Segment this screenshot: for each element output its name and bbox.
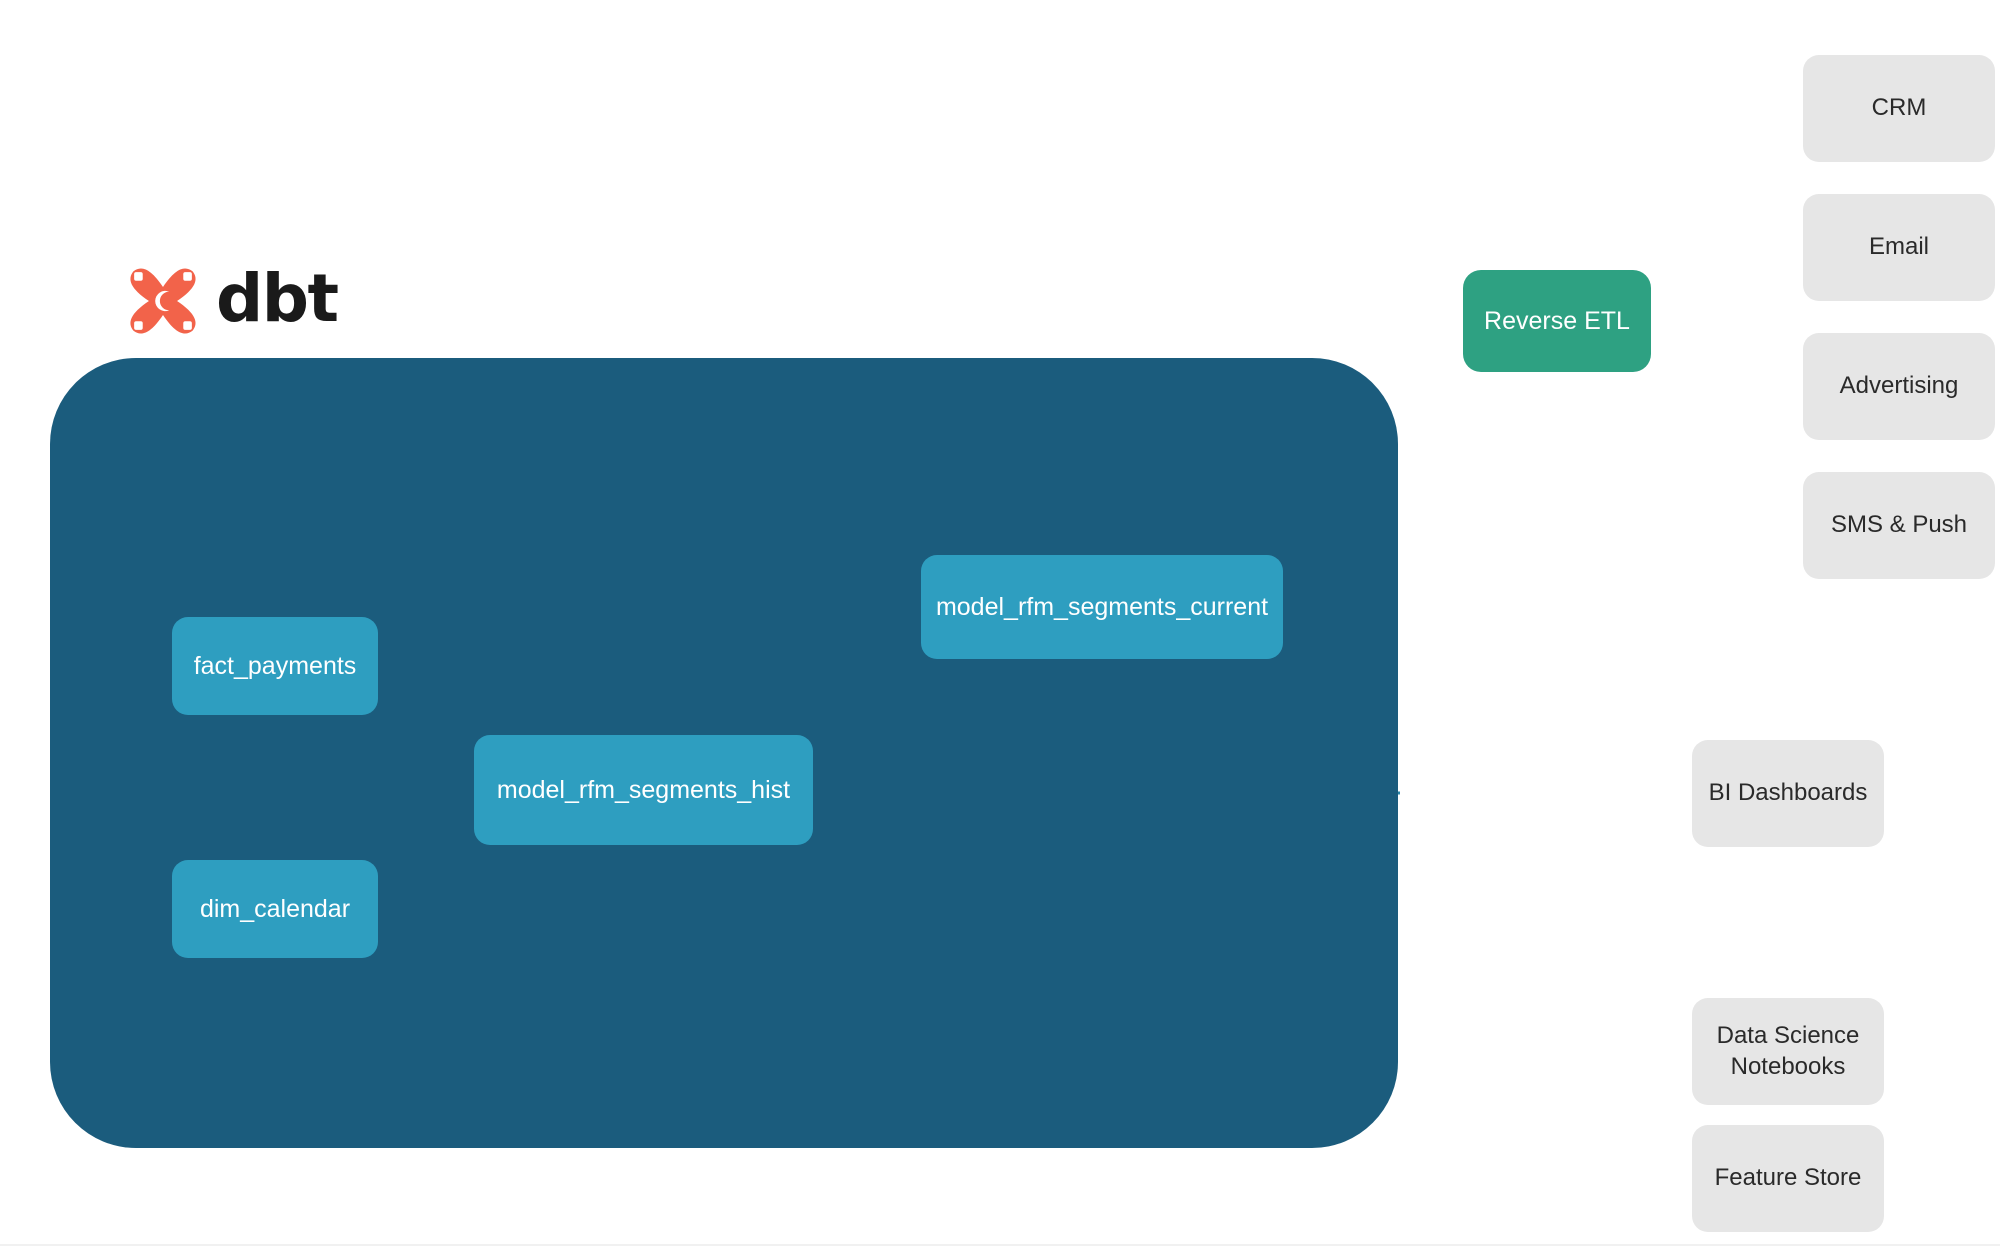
node-label: fact_payments <box>193 651 357 680</box>
dbt-wordmark: dbt <box>216 260 339 337</box>
node-label: Feature Store <box>1714 1164 1862 1192</box>
node-feature-store[interactable]: Feature Store <box>1692 1125 1884 1232</box>
node-sms-push[interactable]: SMS & Push <box>1803 472 1995 579</box>
node-label: BI Dashboards <box>1708 779 1868 807</box>
node-label: CRM <box>1871 94 1927 122</box>
node-email[interactable]: Email <box>1803 194 1995 301</box>
node-label: SMS & Push <box>1830 511 1968 539</box>
node-reverse-etl[interactable]: Reverse ETL <box>1463 270 1651 372</box>
node-crm[interactable]: CRM <box>1803 55 1995 162</box>
node-label-line2: Notebooks <box>1730 1052 1846 1080</box>
node-label: Email <box>1868 233 1929 261</box>
node-label: Reverse ETL <box>1484 306 1630 335</box>
node-label-line1: Data Science <box>1716 1021 1860 1049</box>
node-label: model_rfm_segments_current <box>935 592 1269 621</box>
node-fact-payments[interactable]: fact_payments <box>172 617 378 715</box>
node-label: model_rfm_segments_hist <box>496 775 791 804</box>
node-dim-calendar[interactable]: dim_calendar <box>172 860 378 958</box>
node-advertising[interactable]: Advertising <box>1803 333 1995 440</box>
node-model-rfm-segments-current[interactable]: model_rfm_segments_current <box>921 555 1283 659</box>
node-label: dim_calendar <box>199 894 351 923</box>
node-data-science-notebooks[interactable]: Data Science Notebooks <box>1692 998 1884 1105</box>
dbt-logo: dbt <box>124 260 339 340</box>
node-model-rfm-segments-hist[interactable]: model_rfm_segments_hist <box>474 735 813 845</box>
node-label: Data Science Notebooks <box>1717 1021 1860 1082</box>
node-label: Advertising <box>1839 372 1959 400</box>
node-bi-dashboards[interactable]: BI Dashboards <box>1692 740 1884 847</box>
dbt-mark-icon <box>130 268 196 334</box>
